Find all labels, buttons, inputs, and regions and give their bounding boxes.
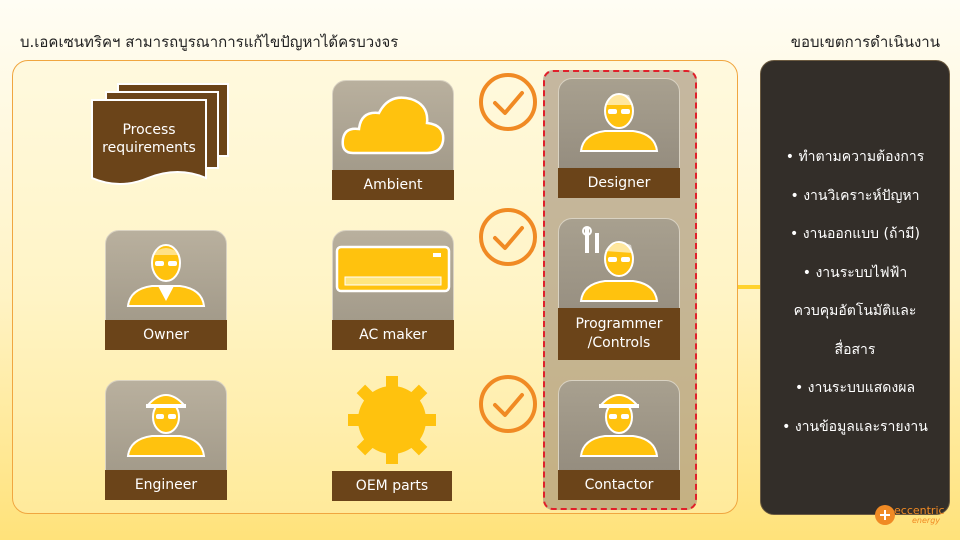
contactor-card: Contactor xyxy=(558,380,680,500)
owner-card: Owner xyxy=(105,230,227,350)
connector-line xyxy=(738,285,762,289)
page-title: บ.เอคเซนทริคฯ สามารถบูรณาการแก้ไขปัญหาได… xyxy=(20,33,399,51)
programmer-card: Programmer/Controls xyxy=(558,218,680,360)
contactor-label: Contactor xyxy=(558,470,680,500)
air-conditioner-icon xyxy=(335,245,451,293)
owner-label: Owner xyxy=(105,320,227,350)
check-icon xyxy=(479,208,537,266)
eccentric-logo: eccentric energy xyxy=(874,500,950,530)
scope-title: ขอบเขตการดำเนินงาน xyxy=(790,33,940,51)
check-icon xyxy=(479,375,537,433)
document-stack-icon xyxy=(91,83,229,185)
scope-item: • งานระบบไฟฟ้า xyxy=(802,264,908,281)
process-requirements-label: Process requirements xyxy=(102,122,196,156)
scope-item: • งานออกแบบ (ถ้ามี) xyxy=(789,226,920,242)
scope-item: • งานข้อมูลและรายงาน xyxy=(782,418,928,435)
scope-item: • ทำตามความต้องการ xyxy=(785,149,925,165)
scope-item: ควบคุมอัตโนมัติและ xyxy=(793,303,917,319)
scope-panel: • ทำตามความต้องการ • งานวิเคราะห์ปัญหา •… xyxy=(760,60,950,515)
hardhat-person-icon xyxy=(579,394,659,457)
cloud-icon xyxy=(341,96,445,155)
gear-icon xyxy=(348,376,436,464)
oem-parts-label: OEM parts xyxy=(332,471,452,501)
logo-mark-icon xyxy=(875,505,895,525)
scope-item: • งานวิเคราะห์ปัญหา xyxy=(790,187,920,204)
scope-item: สื่อสาร xyxy=(834,341,876,358)
ac-maker-card: AC maker xyxy=(332,230,454,350)
check-icon xyxy=(479,73,537,131)
ac-maker-label: AC maker xyxy=(332,320,454,350)
ambient-label: Ambient xyxy=(332,170,454,200)
designer-label: Designer xyxy=(558,168,680,198)
scope-list: • ทำตามความต้องการ • งานวิเคราะห์ปัญหา •… xyxy=(761,147,949,455)
designer-card: Designer xyxy=(558,78,680,198)
scope-item: • งานระบบแสดงผล xyxy=(794,380,916,396)
designer-person-icon xyxy=(579,93,659,152)
programmer-person-icon xyxy=(579,226,659,302)
engineer-card: Engineer xyxy=(105,380,227,500)
engineer-label: Engineer xyxy=(105,470,227,500)
ambient-card: Ambient xyxy=(332,80,454,200)
person-icon xyxy=(126,244,206,307)
hardhat-person-icon xyxy=(126,394,206,457)
programmer-label: Programmer/Controls xyxy=(558,308,680,360)
